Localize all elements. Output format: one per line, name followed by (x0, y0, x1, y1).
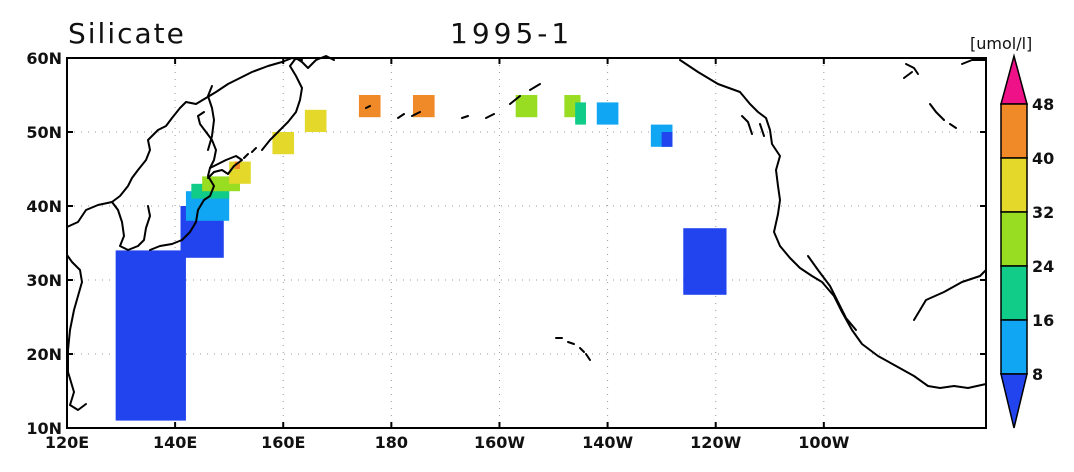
canada-north-coastline (905, 59, 987, 75)
colorbar-segment (1000, 211, 1028, 267)
colorbar-segment (1000, 157, 1028, 213)
kamchatka-coastline (261, 55, 335, 151)
colorbar-label: 48 (1032, 95, 1054, 114)
data-patch-station-155W (515, 95, 538, 118)
colorbar-segment (1000, 265, 1028, 321)
colorbar-label: 32 (1032, 203, 1054, 222)
x-tick-label: 120E (45, 433, 89, 452)
x-tick-label: 160E (261, 433, 305, 452)
aleutian-islands (365, 83, 541, 119)
data-patch-station-140W (596, 102, 619, 125)
data-patch-station-174W (412, 95, 435, 118)
x-tick-label: 120W (690, 433, 741, 452)
colorbar-bottom-arrow (1000, 373, 1028, 429)
colorbar-label: 16 (1032, 311, 1054, 330)
y-tick-label: 40N (26, 197, 62, 216)
china-coastline (66, 254, 87, 411)
x-tick-label: 160W (474, 433, 525, 452)
hokkaido-coastline (207, 155, 243, 179)
x-tick-label: 140E (153, 433, 197, 452)
colorbar-segment (1000, 319, 1028, 375)
british-columbia-islands (741, 71, 957, 137)
baja-california-coastline (807, 255, 857, 331)
data-patch-california-low (683, 228, 727, 295)
asia-coastline (66, 57, 303, 228)
y-axis-ticks: 10N 20N 30N 40N 50N 60N (26, 49, 986, 438)
x-tick-label: 140W (582, 433, 633, 452)
x-tick-label: 100W (798, 433, 849, 452)
korea-coastline (111, 201, 151, 251)
y-tick-label: 20N (26, 345, 62, 364)
gulf-coastline (913, 269, 987, 321)
data-patch-station-160E (272, 132, 295, 155)
hawaii-islands (555, 337, 591, 361)
map-date: 1995-1 (450, 17, 573, 50)
data-patch-station-128W (661, 132, 673, 147)
coastline-layer (66, 55, 987, 411)
data-patch-station-167E (304, 109, 327, 132)
colorbar-unit-label: [umol/l] (970, 34, 1032, 53)
map-title: Silicate (68, 17, 186, 50)
data-patch-station-145W (575, 102, 586, 125)
japan-coastline (149, 111, 217, 251)
silicate-data-layer (115, 95, 727, 421)
y-tick-label: 60N (26, 49, 62, 68)
colorbar-segment (1000, 103, 1028, 159)
colorbar-label: 8 (1032, 365, 1043, 384)
colorbar-top-arrow (1000, 53, 1028, 105)
map-frame (66, 57, 987, 429)
y-tick-label: 30N (26, 271, 62, 290)
colorbar-label: 40 (1032, 149, 1054, 168)
map-plot-area: 120E 140E 160E 180 160W 140W 120W 100W 10N 20N 30… (26, 49, 987, 452)
y-tick-label: 50N (26, 123, 62, 142)
colorbar-label: 24 (1032, 257, 1054, 276)
kuril-islands (243, 147, 257, 159)
colorbar: 8 16 24 32 40 48 (1000, 53, 1054, 429)
y-tick-label: 10N (26, 419, 62, 438)
data-patch-kuril-top (234, 161, 240, 169)
alaska-coastline (679, 59, 987, 389)
x-tick-label: 180 (375, 433, 408, 452)
data-patch-western-pacific-low (115, 250, 186, 421)
sakhalin-coastline (207, 85, 215, 151)
x-axis-ticks: 120E 140E 160E 180 160W 140W 120W 100W (45, 58, 850, 452)
